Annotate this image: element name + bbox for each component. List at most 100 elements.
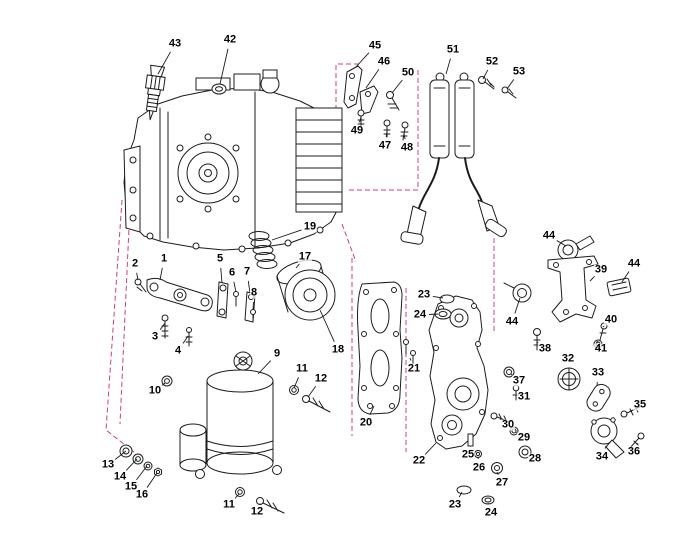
part-23-oring-bottom bbox=[456, 485, 472, 495]
leader-29 bbox=[515, 431, 518, 433]
part-16-nut bbox=[154, 467, 162, 477]
leader-18 bbox=[319, 309, 335, 342]
leader-48 bbox=[403, 133, 406, 140]
leader-10 bbox=[161, 382, 166, 386]
part-37-oring bbox=[503, 366, 515, 378]
part-40-bolt bbox=[599, 322, 608, 341]
leader-49 bbox=[359, 116, 362, 123]
leader-39 bbox=[589, 276, 595, 282]
leader-44 bbox=[556, 240, 567, 247]
leader-4 bbox=[182, 335, 189, 344]
leader-lines bbox=[114, 48, 639, 505]
part-47-bolt bbox=[383, 119, 391, 138]
part-44-sensor-lower bbox=[503, 282, 532, 303]
leader-6 bbox=[233, 281, 237, 293]
leader-43 bbox=[157, 51, 171, 75]
part-22-adapter-plate bbox=[428, 295, 489, 450]
part-23-oring-top bbox=[439, 294, 455, 304]
leader-22 bbox=[424, 442, 437, 455]
part-21-screws bbox=[403, 339, 416, 365]
part-5-link bbox=[216, 281, 229, 319]
part-26-ring bbox=[474, 450, 482, 458]
leader-52 bbox=[482, 69, 489, 80]
leader-46 bbox=[365, 69, 380, 89]
part-34-thermostat-cover bbox=[590, 417, 625, 459]
leader-16 bbox=[146, 472, 158, 488]
part-27-cap bbox=[491, 462, 503, 474]
leader-19 bbox=[271, 229, 302, 241]
part-32-thermostat bbox=[557, 367, 581, 391]
part-52-bolt bbox=[478, 76, 495, 90]
leader-34 bbox=[604, 445, 607, 449]
leader-53 bbox=[506, 79, 515, 90]
leader-3 bbox=[159, 322, 166, 330]
leader-37 bbox=[510, 373, 513, 376]
part-51-ignition-coils bbox=[400, 72, 507, 245]
leader-13 bbox=[114, 450, 127, 460]
part-50-bolt bbox=[386, 91, 400, 111]
leader-21 bbox=[409, 357, 412, 361]
part-46-bracket bbox=[359, 85, 379, 115]
leader-1 bbox=[159, 267, 163, 281]
leader-44 bbox=[621, 271, 630, 283]
leader-2 bbox=[136, 272, 139, 281]
leader-20 bbox=[369, 405, 375, 416]
part-39-bracket bbox=[547, 255, 599, 323]
alignment-dashed-lines bbox=[105, 63, 495, 453]
part-3-bolt bbox=[161, 314, 169, 339]
leader-28 bbox=[525, 453, 528, 456]
part-24-grommet-bottom bbox=[481, 495, 495, 505]
part-35-bolt bbox=[620, 406, 641, 418]
leader-11 bbox=[293, 377, 299, 389]
part-18-oil-filter bbox=[276, 259, 336, 321]
part-1-bracket-arm bbox=[146, 277, 213, 312]
leader-50 bbox=[391, 79, 403, 94]
leader-44 bbox=[514, 297, 521, 314]
part-44-sensor-top bbox=[557, 235, 595, 261]
leader-41 bbox=[596, 340, 599, 344]
leader-51 bbox=[445, 58, 451, 75]
leader-7 bbox=[247, 280, 251, 294]
part-6-pin bbox=[233, 291, 239, 307]
leader-23 bbox=[458, 491, 463, 498]
leader-14 bbox=[125, 458, 138, 471]
leader-27 bbox=[496, 471, 499, 475]
part-28-plug bbox=[518, 445, 532, 459]
leader-11 bbox=[234, 493, 240, 499]
part-20-gasket bbox=[357, 281, 403, 415]
part-53-bolt bbox=[501, 86, 517, 99]
part-43-spark-plug bbox=[145, 64, 166, 121]
part-24-seal-top bbox=[434, 308, 452, 320]
part-19-spring bbox=[248, 231, 278, 269]
leader-35 bbox=[630, 409, 633, 412]
part-4-stud bbox=[185, 327, 193, 347]
leader-17 bbox=[295, 263, 300, 269]
part-33-gasket bbox=[586, 383, 611, 412]
part-12-bolt-upper bbox=[302, 395, 331, 413]
leader-30 bbox=[499, 418, 502, 420]
leader-12 bbox=[307, 386, 317, 398]
part-45-bracket bbox=[343, 65, 363, 109]
part-42-seal-washer bbox=[211, 83, 227, 95]
part-11-washer-upper bbox=[289, 385, 299, 395]
leader-23 bbox=[432, 295, 444, 299]
part-44-connector-right bbox=[606, 277, 632, 297]
part-30-bolt bbox=[490, 412, 511, 423]
part-41-washer bbox=[593, 339, 603, 349]
leader-38 bbox=[536, 341, 539, 344]
leader-47 bbox=[385, 130, 388, 138]
leader-9 bbox=[257, 360, 272, 375]
part-14-washer bbox=[132, 453, 144, 465]
part-38-bolt bbox=[533, 328, 541, 351]
part-2-bolt bbox=[134, 278, 147, 293]
leader-40 bbox=[602, 325, 605, 328]
leader-5 bbox=[220, 267, 223, 284]
leader-42 bbox=[219, 48, 229, 85]
part-49-bolt bbox=[357, 109, 365, 128]
leader-45 bbox=[354, 52, 370, 69]
part-9-starter-motor bbox=[179, 351, 282, 479]
part-engine-block bbox=[123, 69, 343, 253]
part-12-bolt-lower bbox=[256, 497, 285, 514]
